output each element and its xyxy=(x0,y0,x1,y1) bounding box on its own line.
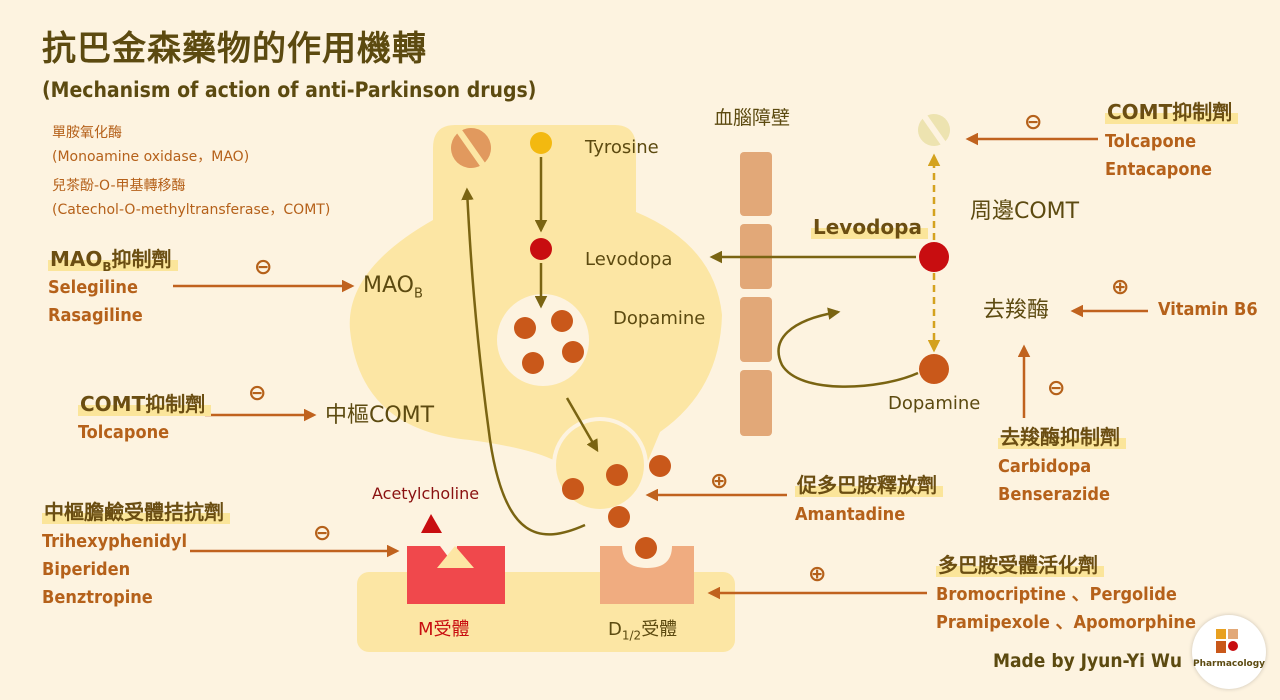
dopamine-dot xyxy=(522,352,544,374)
agonist-heading: 多巴胺受體活化劑 xyxy=(936,553,1104,577)
m-receptor xyxy=(407,546,505,604)
decarboxylase-label: 去羧酶 xyxy=(983,298,1050,323)
dopamine-dot xyxy=(649,455,671,477)
reuptake-arrow xyxy=(461,187,586,536)
d-receptor-label: D1/2受體 xyxy=(608,619,678,643)
maob-inhibitor-heading: MAOB抑制劑 xyxy=(48,247,178,275)
acetylcholine-icon xyxy=(421,514,442,533)
dopamine-blocked-arrow xyxy=(777,307,919,388)
release-arrow xyxy=(565,397,599,453)
inhibit-sign: ⊖ xyxy=(254,255,273,280)
drug-name: Selegiline xyxy=(48,277,138,298)
dopamine-dot xyxy=(551,310,573,332)
page-title: 抗巴金森藥物的作用機轉 xyxy=(42,29,427,69)
pharmacology-logo: Pharmacology xyxy=(1192,615,1266,689)
mao-definition-zh: 單胺氧化酶 xyxy=(52,125,122,141)
mao-pill-icon xyxy=(451,128,491,169)
comt-definition-en: (Catechol-O-methyltransferase，COMT) xyxy=(52,202,331,218)
drug-name: Entacapone xyxy=(1105,158,1213,180)
decarboxylase-inhibitor-drug-list: Carbidopa Benserazide xyxy=(998,453,1110,509)
vitamin-b6-label: Vitamin B6 xyxy=(1158,299,1258,320)
comt-pill-icon xyxy=(918,113,950,146)
dopamine-vesicle xyxy=(497,294,589,386)
anticholinergic-heading: 中樞膽鹼受體拮抗劑 xyxy=(42,500,230,524)
author-credit: Made by Jyun-Yi Wu xyxy=(993,650,1183,672)
levodopa-dot-central xyxy=(530,238,552,260)
releaser-drug: Amantadine xyxy=(795,504,906,525)
dopamine-dot xyxy=(606,464,628,486)
bbb-label: 血腦障壁 xyxy=(714,107,791,129)
activate-sign: ⊕ xyxy=(710,469,729,494)
comt-central-drug: Tolcapone xyxy=(78,422,170,443)
inhibit-sign: ⊖ xyxy=(1047,376,1066,401)
levodopa-central-label: Levodopa xyxy=(585,249,673,270)
drug-name: Pramipexole 、Apomorphine xyxy=(936,611,1196,633)
anticholinergic-drug-list: Trihexyphenidyl Biperiden Benztropine xyxy=(42,528,187,612)
acetylcholine-label: Acetylcholine xyxy=(372,484,480,503)
logo-text: Pharmacology xyxy=(1192,659,1266,669)
comt-peripheral-drug-list: Tolcapone Entacapone xyxy=(1105,128,1212,184)
mao-definition-en: (Monoamine oxidase，MAO) xyxy=(52,149,250,165)
m-receptor-label: M受體 xyxy=(418,619,470,640)
maob-drug-list: Selegiline Rasagiline xyxy=(48,274,143,330)
peripheral-comt-label: 周邊COMT xyxy=(970,199,1080,224)
dopamine-dot-peripheral xyxy=(919,354,949,384)
inhibit-sign: ⊖ xyxy=(1024,110,1043,135)
activate-sign: ⊕ xyxy=(808,562,827,587)
inhibit-sign: ⊖ xyxy=(248,381,267,406)
mao-b-label: MAOB xyxy=(363,273,423,302)
drug-name: Rasagiline xyxy=(48,304,143,326)
blood-brain-barrier xyxy=(740,152,772,436)
dopamine-dot xyxy=(514,317,536,339)
decarboxylase-inhibitor-heading: 去羧酶抑制劑 xyxy=(998,425,1126,449)
drug-name: Trihexyphenidyl xyxy=(42,531,188,552)
drug-name: Biperiden xyxy=(42,558,131,580)
drug-name: Tolcapone xyxy=(1105,131,1197,152)
drug-name: Bromocriptine 、Pergolide xyxy=(936,584,1177,605)
tyrosine-label: Tyrosine xyxy=(585,137,659,158)
activate-sign: ⊕ xyxy=(1111,275,1130,300)
dopamine-central-label: Dopamine xyxy=(613,308,706,329)
levodopa-peripheral-label: Levodopa xyxy=(811,215,928,239)
logo-icon xyxy=(1216,629,1238,653)
page-subtitle: (Mechanism of action of anti-Parkinson d… xyxy=(42,78,537,102)
comt-central-heading: COMT抑制劑 xyxy=(78,392,212,416)
releaser-heading: 促多巴胺釋放劑 xyxy=(795,473,943,497)
agonist-drug-list: Bromocriptine 、Pergolide Pramipexole 、Ap… xyxy=(936,581,1196,637)
levodopa-dot-peripheral xyxy=(919,242,949,272)
inhibit-sign: ⊖ xyxy=(313,521,332,546)
tyrosine-dot xyxy=(530,132,552,154)
drug-name: Benserazide xyxy=(998,483,1110,505)
drug-name: Carbidopa xyxy=(998,456,1092,477)
m-receptor-pocket xyxy=(437,546,474,568)
comt-definition-zh: 兒茶酚-O-甲基轉移酶 xyxy=(52,178,186,194)
dopamine-dot xyxy=(562,478,584,500)
comt-peripheral-heading: COMT抑制劑 xyxy=(1105,100,1239,124)
d-receptor xyxy=(600,546,694,604)
drug-name: Benztropine xyxy=(42,586,153,608)
dopamine-dot xyxy=(562,341,584,363)
dopamine-dot xyxy=(635,537,657,559)
central-comt-label: 中樞COMT xyxy=(325,403,435,428)
dopamine-dot xyxy=(608,506,630,528)
dopamine-peripheral-label: Dopamine xyxy=(888,393,981,414)
